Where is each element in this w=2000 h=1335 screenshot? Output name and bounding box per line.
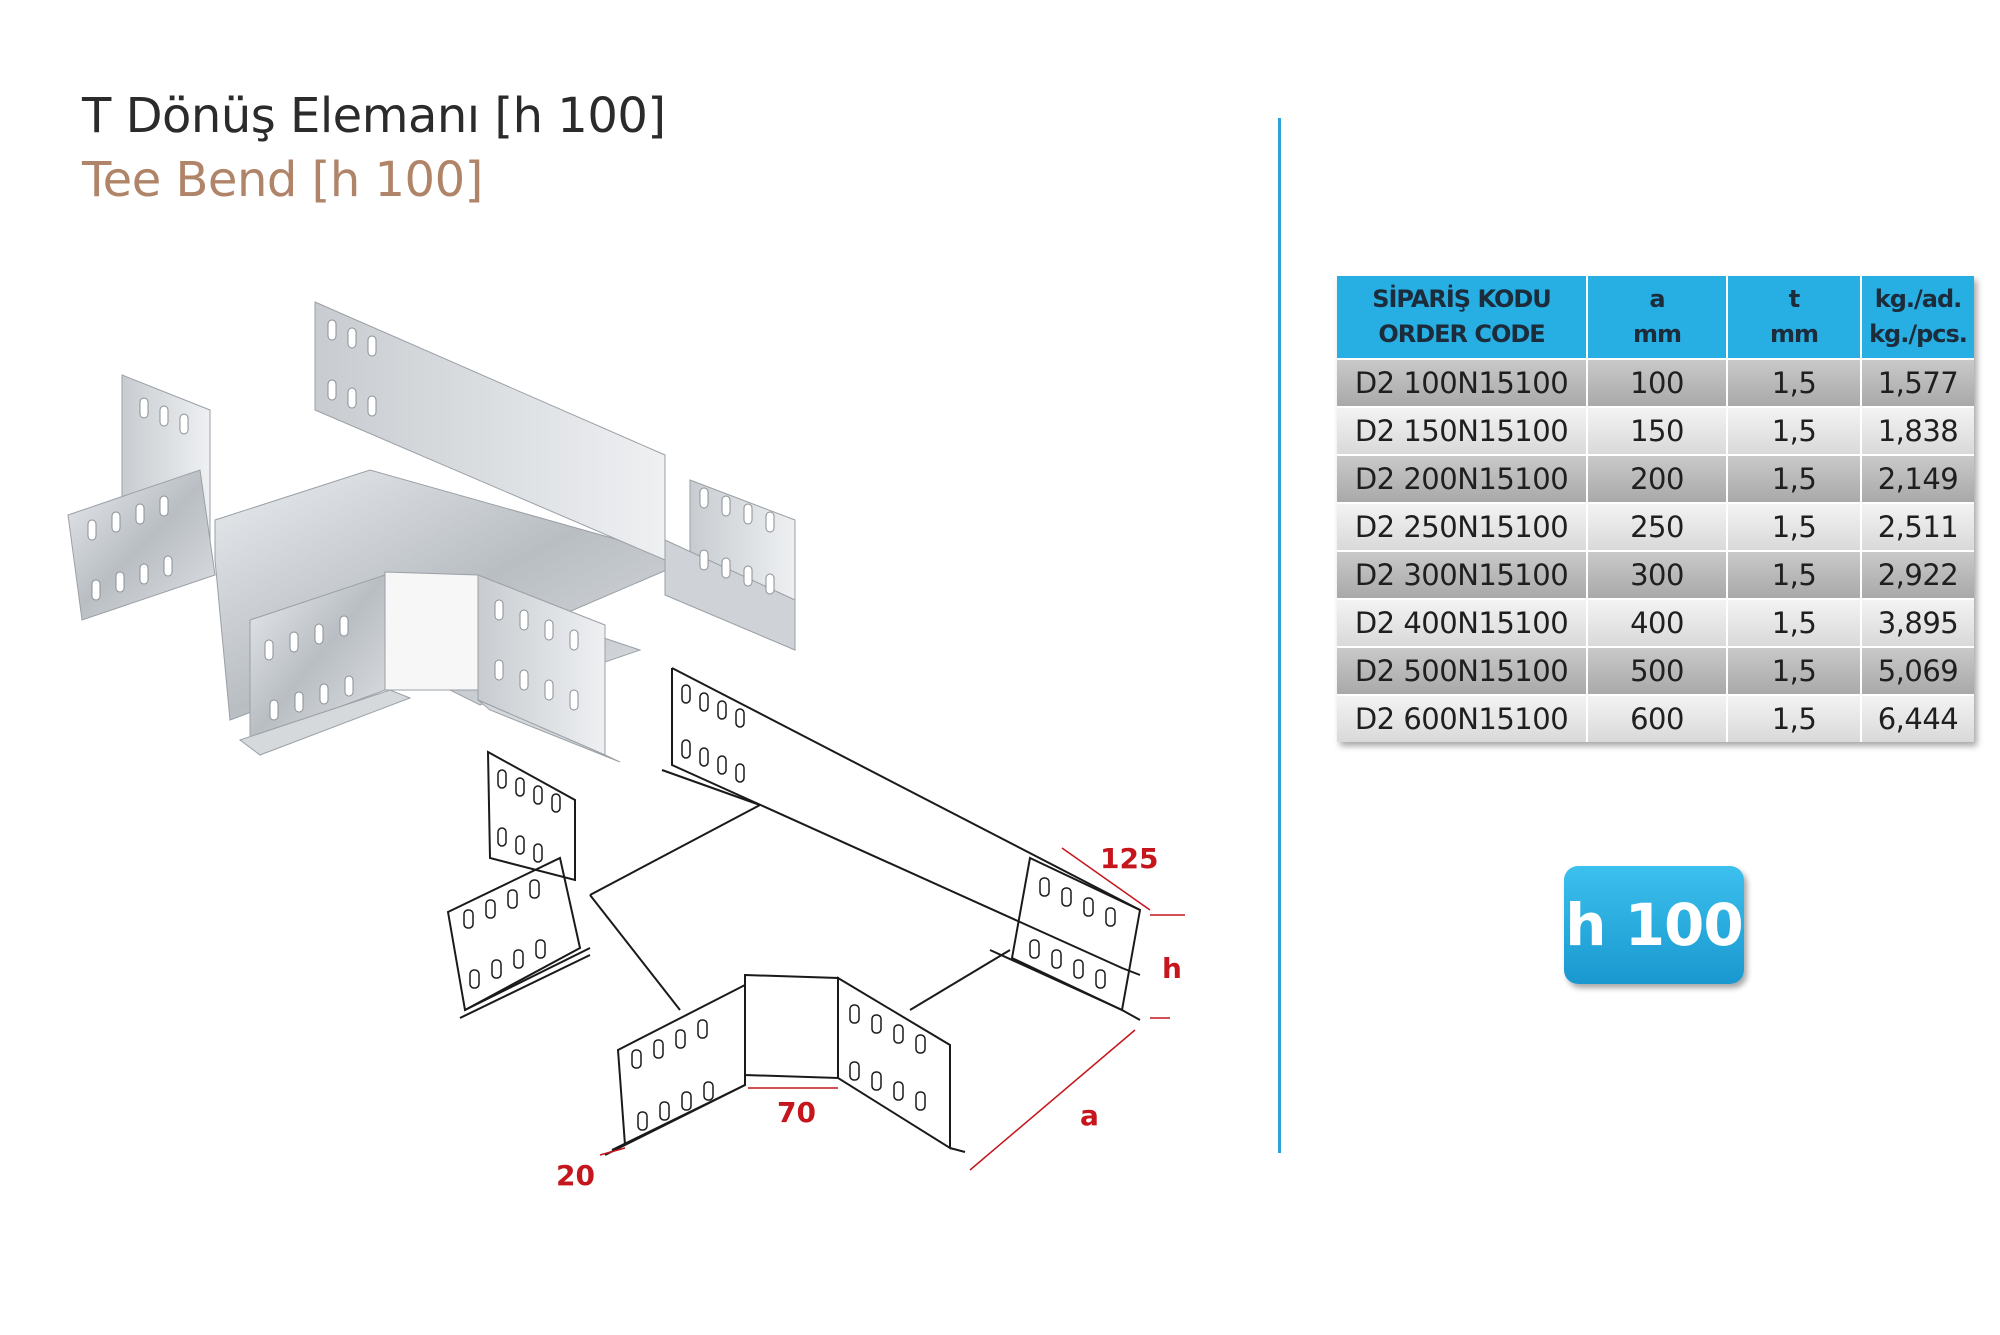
- cell-t: 1,5: [1727, 406, 1862, 455]
- table-row: D2 150N15100 150 1,5 1,838: [1337, 406, 1974, 455]
- cell-order-code: D2 500N15100: [1337, 646, 1588, 695]
- header-t: t mm: [1727, 276, 1862, 359]
- table-row: D2 100N15100 100 1,5 1,577: [1337, 358, 1974, 407]
- cell-weight: 3,895: [1861, 598, 1974, 647]
- table-row: D2 200N15100 200 1,5 2,149: [1337, 454, 1974, 503]
- cell-order-code: D2 100N15100: [1337, 358, 1588, 407]
- cell-a: 100: [1587, 358, 1728, 407]
- table-row: D2 250N15100 250 1,5 2,511: [1337, 502, 1974, 551]
- header-weight-tr: kg./ad.: [1874, 285, 1963, 313]
- table-row: D2 400N15100 400 1,5 3,895: [1337, 598, 1974, 647]
- header-t-label: t: [1788, 285, 1800, 313]
- table-row: D2 500N15100 500 1,5 5,069: [1337, 646, 1974, 695]
- spec-table-container: SİPARİŞ KODU ORDER CODE a mm t mm kg./ad…: [1337, 276, 1974, 742]
- vertical-divider: [1278, 118, 1281, 1153]
- header-a-unit: mm: [1632, 320, 1682, 348]
- cell-a: 500: [1587, 646, 1728, 695]
- cell-t: 1,5: [1727, 598, 1862, 647]
- dimension-lines: [599, 847, 1185, 1171]
- cell-a: 200: [1587, 454, 1728, 503]
- cell-t: 1,5: [1727, 694, 1862, 742]
- table-row: D2 600N15100 600 1,5 6,444: [1337, 694, 1974, 742]
- spec-table: SİPARİŞ KODU ORDER CODE a mm t mm kg./ad…: [1337, 276, 1974, 742]
- cell-t: 1,5: [1727, 646, 1862, 695]
- cell-weight: 1,577: [1861, 358, 1974, 407]
- cell-order-code: D2 300N15100: [1337, 550, 1588, 599]
- page-title-english: Tee Bend [h 100]: [82, 152, 483, 208]
- header-a-label: a: [1649, 285, 1665, 313]
- cell-a: 400: [1587, 598, 1728, 647]
- dimension-a: a: [1080, 1099, 1099, 1132]
- dimension-125: 125: [1100, 842, 1158, 875]
- header-a: a mm: [1587, 276, 1728, 359]
- table-row: D2 300N15100 300 1,5 2,922: [1337, 550, 1974, 599]
- dimension-h: h: [1162, 952, 1182, 985]
- product-illustration: 125 h a 70 20: [67, 301, 1185, 1192]
- cell-weight: 1,838: [1861, 406, 1974, 455]
- cell-weight: 5,069: [1861, 646, 1974, 695]
- page-title-turkish: T Dönüş Elemanı [h 100]: [82, 88, 666, 144]
- table-header-row: SİPARİŞ KODU ORDER CODE a mm t mm kg./ad…: [1337, 276, 1974, 359]
- cell-weight: 2,922: [1861, 550, 1974, 599]
- header-order-code-tr: SİPARİŞ KODU: [1372, 285, 1552, 313]
- tee-bend-render: [67, 301, 796, 763]
- cell-a: 250: [1587, 502, 1728, 551]
- cell-order-code: D2 200N15100: [1337, 454, 1588, 503]
- dimension-70: 70: [777, 1096, 816, 1129]
- header-order-code-en: ORDER CODE: [1378, 320, 1545, 348]
- dimension-20: 20: [556, 1159, 595, 1192]
- cell-order-code: D2 400N15100: [1337, 598, 1588, 647]
- cell-order-code: D2 600N15100: [1337, 694, 1588, 742]
- cell-a: 300: [1587, 550, 1728, 599]
- cell-weight: 6,444: [1861, 694, 1974, 742]
- cell-t: 1,5: [1727, 454, 1862, 503]
- header-t-unit: mm: [1769, 320, 1819, 348]
- header-weight: kg./ad. kg./pcs.: [1861, 276, 1974, 359]
- tee-bend-drawing: [446, 667, 1142, 1156]
- height-badge: h 100: [1564, 866, 1744, 984]
- header-weight-en: kg./pcs.: [1869, 320, 1968, 348]
- cell-t: 1,5: [1727, 502, 1862, 551]
- cell-order-code: D2 150N15100: [1337, 406, 1588, 455]
- cell-t: 1,5: [1727, 358, 1862, 407]
- cell-weight: 2,511: [1861, 502, 1974, 551]
- cell-a: 600: [1587, 694, 1728, 742]
- cell-t: 1,5: [1727, 550, 1862, 599]
- cell-a: 150: [1587, 406, 1728, 455]
- header-order-code: SİPARİŞ KODU ORDER CODE: [1337, 276, 1588, 359]
- cell-weight: 2,149: [1861, 454, 1974, 503]
- cell-order-code: D2 250N15100: [1337, 502, 1588, 551]
